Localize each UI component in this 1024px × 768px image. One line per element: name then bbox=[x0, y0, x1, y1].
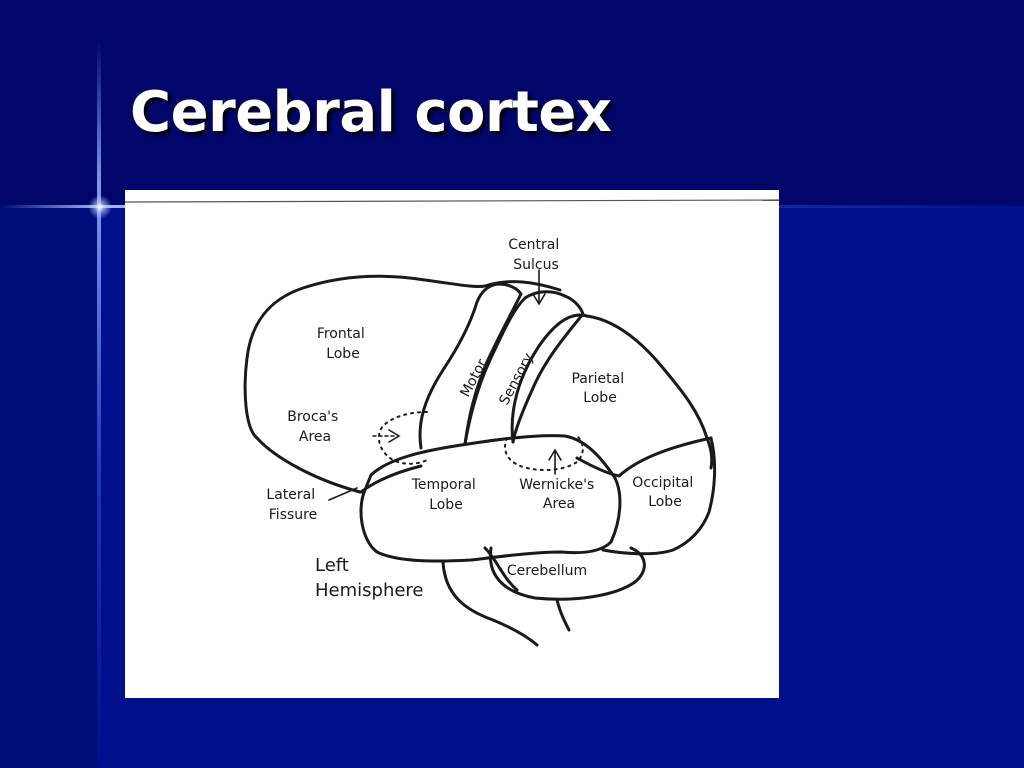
occipital-lobe-label: Occipital Lobe bbox=[632, 475, 698, 510]
temporal-lobe-label: Temporal Lobe bbox=[411, 477, 481, 513]
central-sulcus-label: Central Sulcus bbox=[508, 237, 563, 273]
motor-label: Motor bbox=[457, 356, 490, 399]
wernickes-area-label: Wernicke's Area bbox=[519, 477, 598, 512]
brocas-area-arrow bbox=[372, 429, 401, 443]
brocas-area-outline bbox=[377, 411, 428, 465]
cerebellum-label: Cerebellum bbox=[507, 563, 587, 579]
frontal-lobe-region bbox=[243, 274, 562, 494]
left-hemisphere-label: Left Hemisphere bbox=[315, 555, 424, 601]
frontal-lobe-label: Frontal Lobe bbox=[317, 326, 369, 362]
lateral-fissure-label: Lateral Fissure bbox=[266, 487, 319, 523]
cerebellum-region bbox=[488, 546, 646, 601]
scan-edge-line bbox=[125, 199, 779, 203]
sparkle-accent bbox=[88, 195, 112, 219]
sensory-strip bbox=[463, 290, 585, 446]
temporal-lobe-region bbox=[359, 434, 622, 563]
brocas-area-label: Broca's Area bbox=[287, 409, 343, 445]
lateral-fissure-arrow bbox=[328, 487, 358, 501]
occipital-lobe-region bbox=[601, 436, 717, 556]
cerebellum-tail bbox=[555, 598, 571, 632]
slide-title: Cerebral cortex bbox=[130, 80, 612, 145]
wernickes-area-outline bbox=[504, 433, 584, 471]
central-sulcus-arrow bbox=[532, 269, 546, 306]
brain-diagram: Central Sulcus Frontal Lobe Motor Sensor… bbox=[125, 190, 779, 698]
wernickes-area-arrow bbox=[548, 448, 562, 475]
occipital-temporal-boundary bbox=[575, 436, 713, 478]
title-band bbox=[0, 0, 1024, 207]
motor-strip bbox=[418, 282, 523, 450]
vertical-accent-line bbox=[97, 40, 101, 768]
left-band bbox=[0, 207, 98, 768]
brain-stem bbox=[441, 560, 539, 647]
brain-stem-back bbox=[483, 546, 519, 592]
parietal-lobe-label: Parietal Lobe bbox=[571, 371, 628, 406]
lateral-fissure-line bbox=[359, 464, 423, 494]
